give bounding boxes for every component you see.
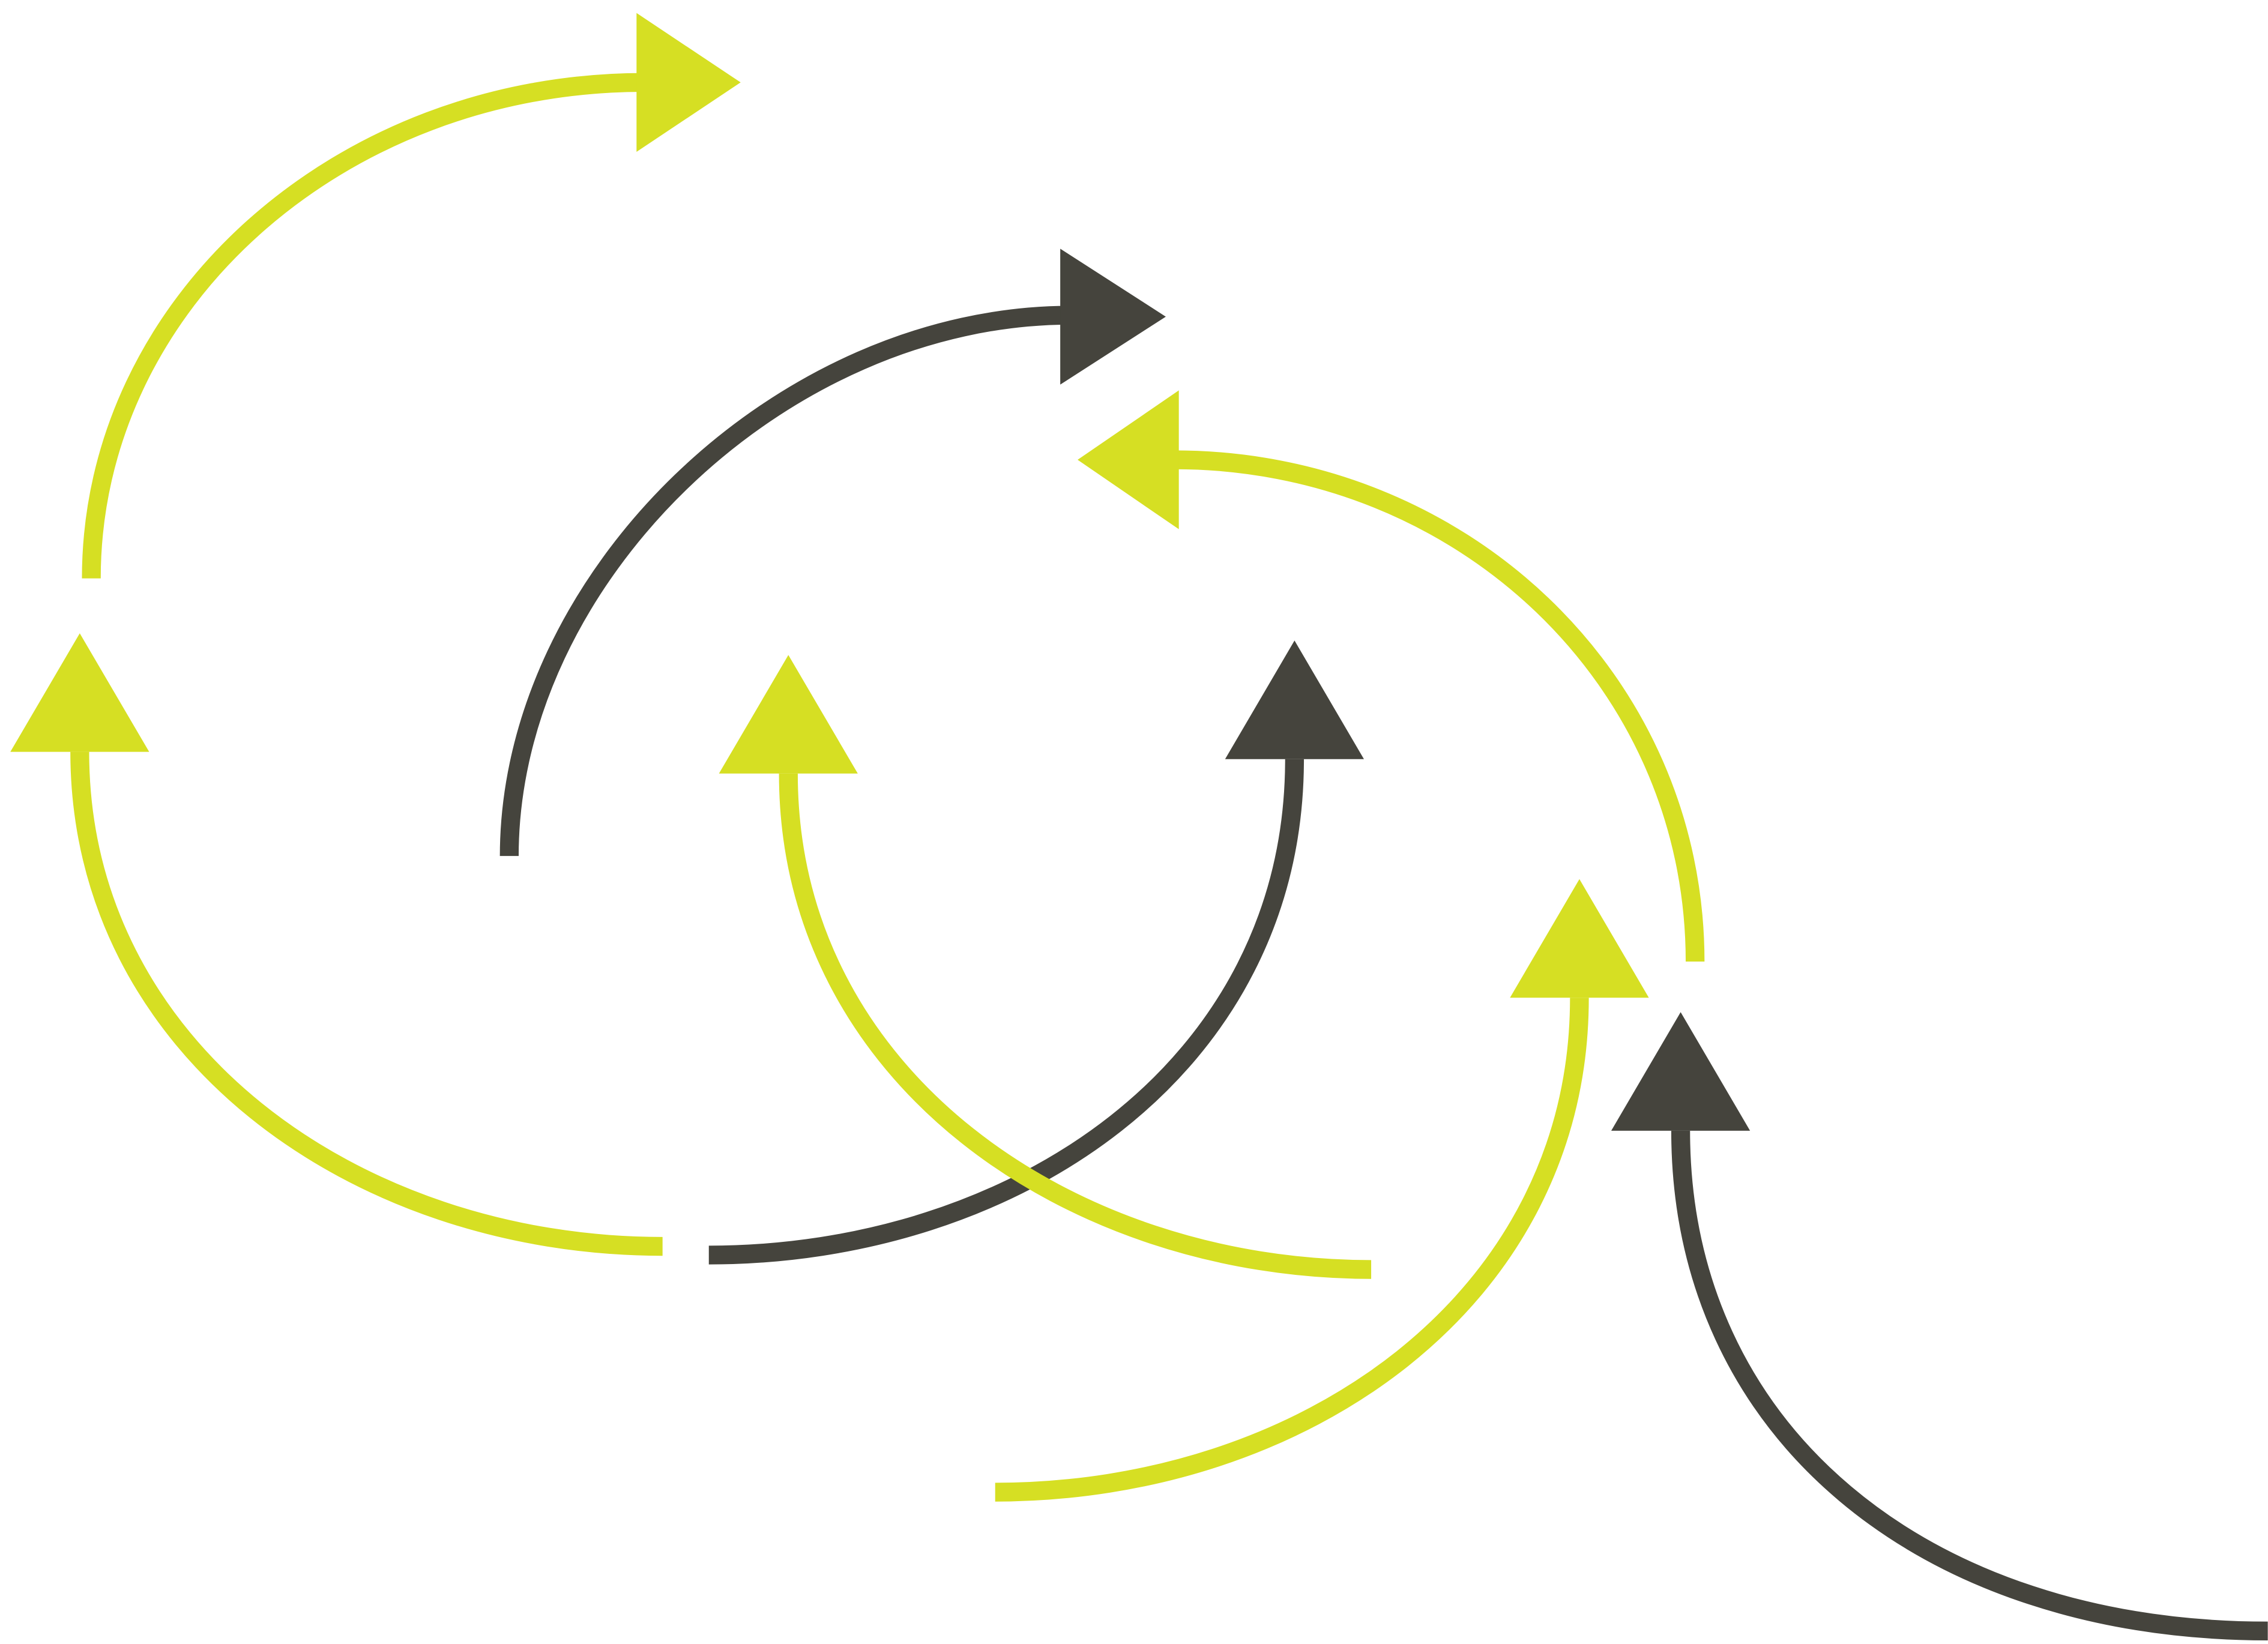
arrow-lime-bottom-right-up-head-head xyxy=(1510,879,1649,998)
arrow-lime-bottom-right-up-head-tail xyxy=(995,998,1589,1502)
arrow-charcoal-center-up-head-tail xyxy=(708,759,1304,1265)
arrow-lime-top-left-right-head-tail xyxy=(82,73,644,579)
arrow-lime-left-up-head-head xyxy=(10,633,149,752)
arrow-charcoal-center-up-head-head xyxy=(1225,640,1365,759)
arrow-charcoal-center-right-head-tail xyxy=(499,306,1071,857)
arrow-charcoal-bottom-right-up-head-tail xyxy=(1671,1130,2268,1640)
arrow-lime-right-left-head-tail xyxy=(1174,450,1705,962)
arrow-charcoal-center-right-head-head xyxy=(1060,248,1166,385)
arrow-charcoal-bottom-right-up-head-head xyxy=(1611,1012,1751,1131)
arrow-lime-top-left-right-head-head xyxy=(636,13,741,152)
arrow-lime-center-up-head-tail xyxy=(779,773,1372,1279)
arrow-group xyxy=(10,13,2268,1640)
arrow-lime-right-left-head-head xyxy=(1078,390,1179,529)
arrow-lime-left-up-head-tail xyxy=(70,751,663,1256)
arrow-lime-center-up-head-head xyxy=(719,655,858,774)
